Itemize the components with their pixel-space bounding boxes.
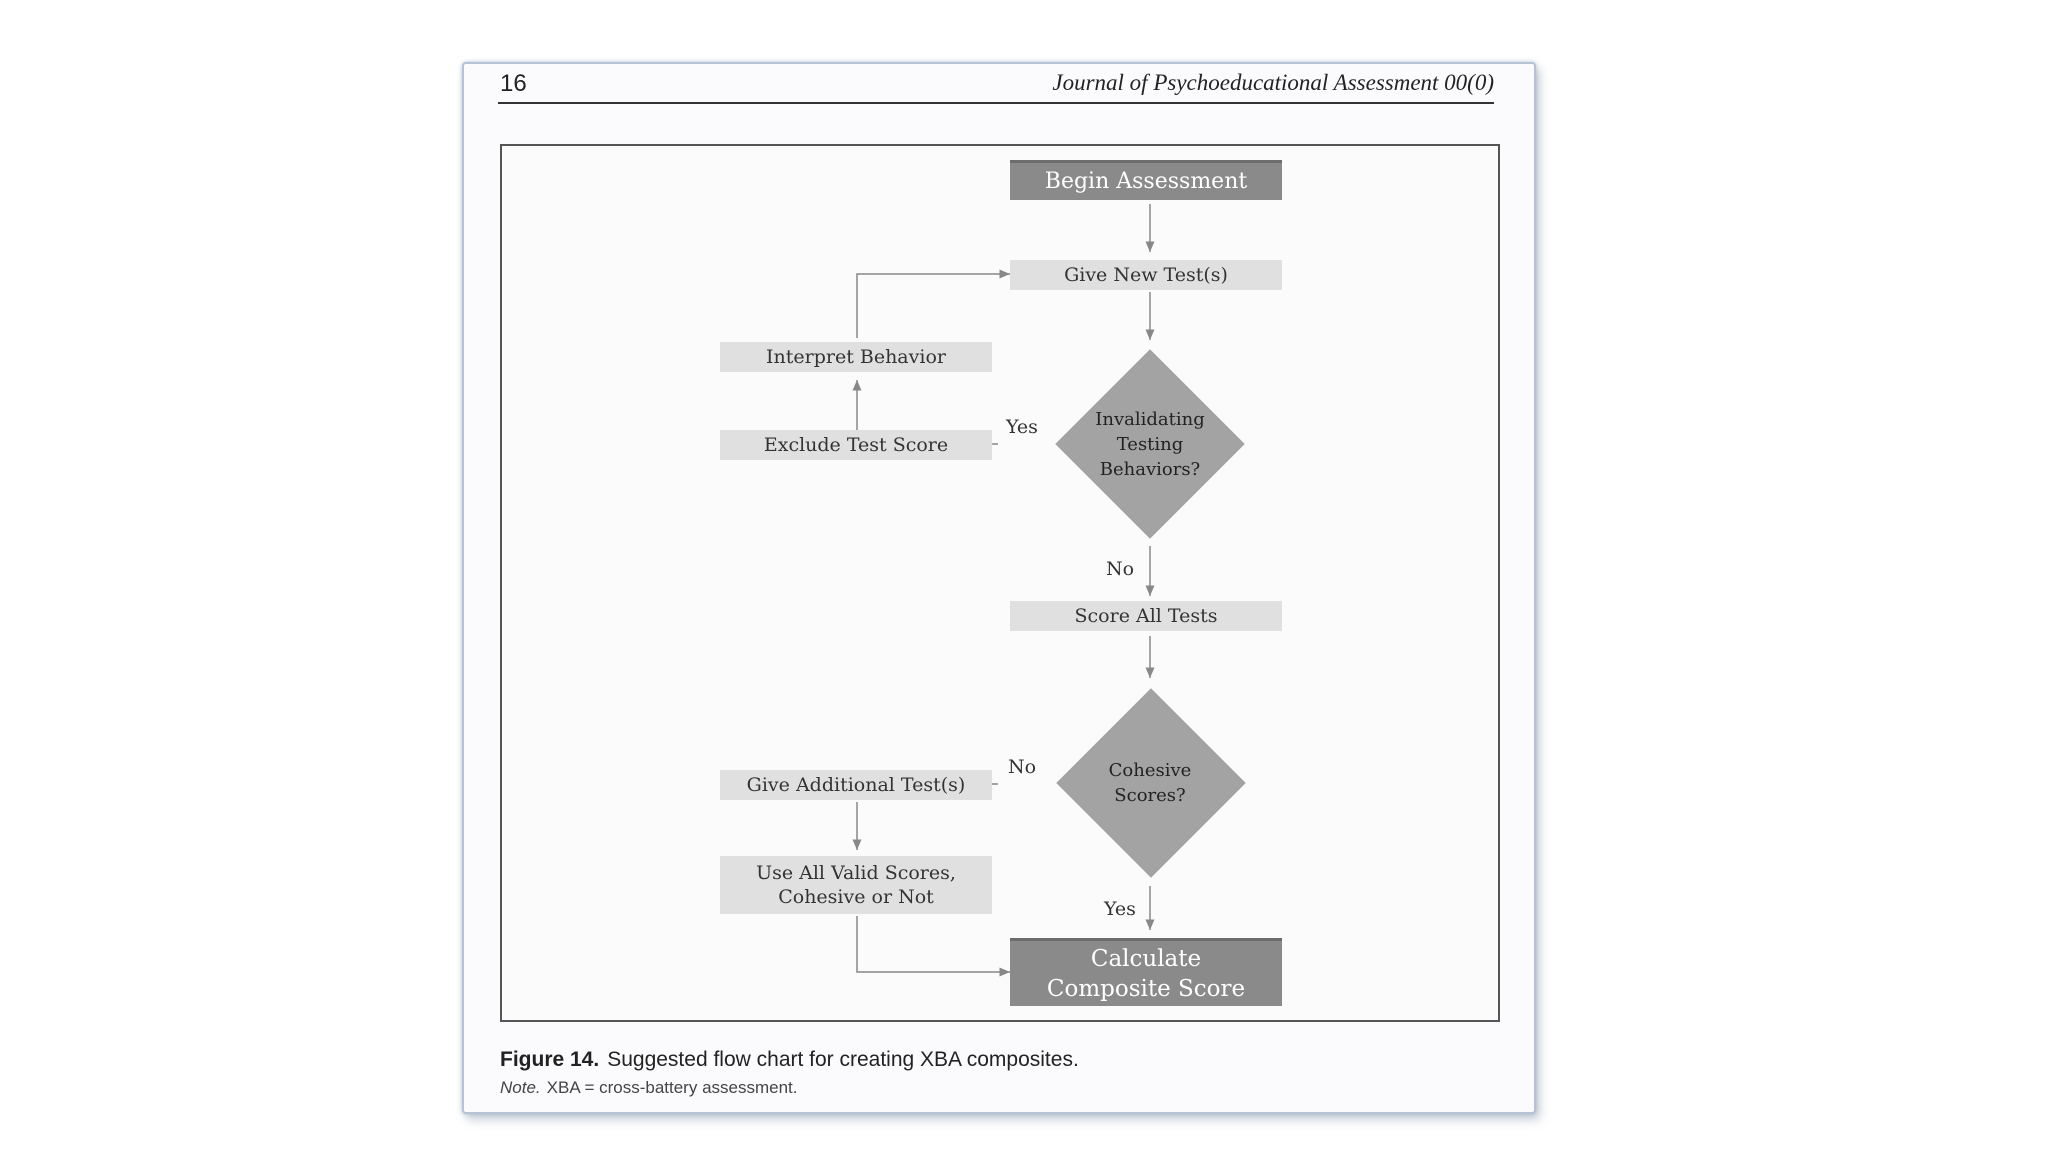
interpret-behavior-box: Interpret Behavior [720, 342, 992, 372]
figure-note: Note. XBA = cross-battery assessment. [500, 1078, 798, 1098]
journal-page: 16 Journal of Psychoeducational Assessme… [462, 62, 1536, 1114]
header-rule [498, 102, 1494, 104]
figure-caption: Figure 14. Suggested flow chart for creat… [500, 1048, 1079, 1072]
calculate-composite-score-box: Calculate Composite Score [1010, 938, 1282, 1006]
cohesive-scores-text: Cohesive Scores? [1108, 760, 1192, 806]
edge-label-no-cohesive: No [1008, 756, 1037, 778]
begin-assessment-box: Begin Assessment [1010, 160, 1282, 200]
journal-running-head: Journal of Psychoeducational Assessment … [1052, 70, 1494, 95]
figure-caption-text: Suggested flow chart for creating XBA co… [607, 1048, 1079, 1071]
arrow-interpret-to-give-new [856, 269, 1010, 338]
note-text: XBA = cross-battery assessment. [546, 1078, 798, 1097]
flowchart-figure: Begin Assessment Give New Test(s) Interp… [500, 144, 1500, 1022]
score-all-tests-box: Score All Tests [1010, 601, 1282, 631]
exclude-test-score-box: Exclude Test Score [720, 430, 992, 460]
give-new-tests-box: Give New Test(s) [1010, 260, 1282, 290]
edge-label-yes-cohesive: Yes [1104, 898, 1136, 920]
edge-label-no-invalidating: No [1106, 558, 1135, 580]
invalidating-behaviors-text: Invalidating Testing Behaviors? [1095, 408, 1205, 480]
arrow-use-all-to-calculate [856, 916, 1010, 977]
use-all-valid-scores-box: Use All Valid Scores, Cohesive or Not [720, 856, 992, 914]
edge-label-yes-invalidating: Yes [1006, 416, 1038, 438]
give-additional-tests-box: Give Additional Test(s) [720, 770, 992, 800]
figure-label: Figure 14. [500, 1048, 600, 1071]
note-label: Note. [500, 1078, 541, 1097]
page-number: 16 [500, 70, 527, 97]
flowchart-connectors [852, 204, 1155, 977]
